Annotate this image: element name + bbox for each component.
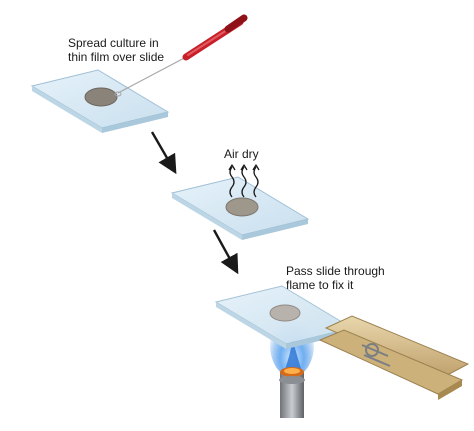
arrow-down-icon-2 — [212, 229, 239, 275]
arrow-down-icon-1 — [150, 131, 177, 175]
culture-smear-3 — [269, 304, 301, 322]
step-2-air-dry — [170, 164, 310, 240]
step-3-heat-fix — [214, 285, 470, 418]
step-1-label-line-1: Spread culture in — [68, 36, 159, 50]
step-1-spread — [30, 14, 248, 133]
culture-smear-2 — [225, 197, 259, 217]
step-2-label: Air dry — [224, 147, 259, 161]
clothespin-icon — [318, 315, 470, 400]
step-3-label-line-2: flame to fix it — [286, 278, 354, 292]
step-3-label-line-1: Pass slide through — [286, 264, 385, 278]
inoculating-loop-icon — [114, 14, 248, 97]
step-1-label-line-2: thin film over slide — [68, 50, 165, 64]
culture-smear-1 — [84, 87, 118, 107]
heat-wave-icon — [228, 164, 260, 198]
